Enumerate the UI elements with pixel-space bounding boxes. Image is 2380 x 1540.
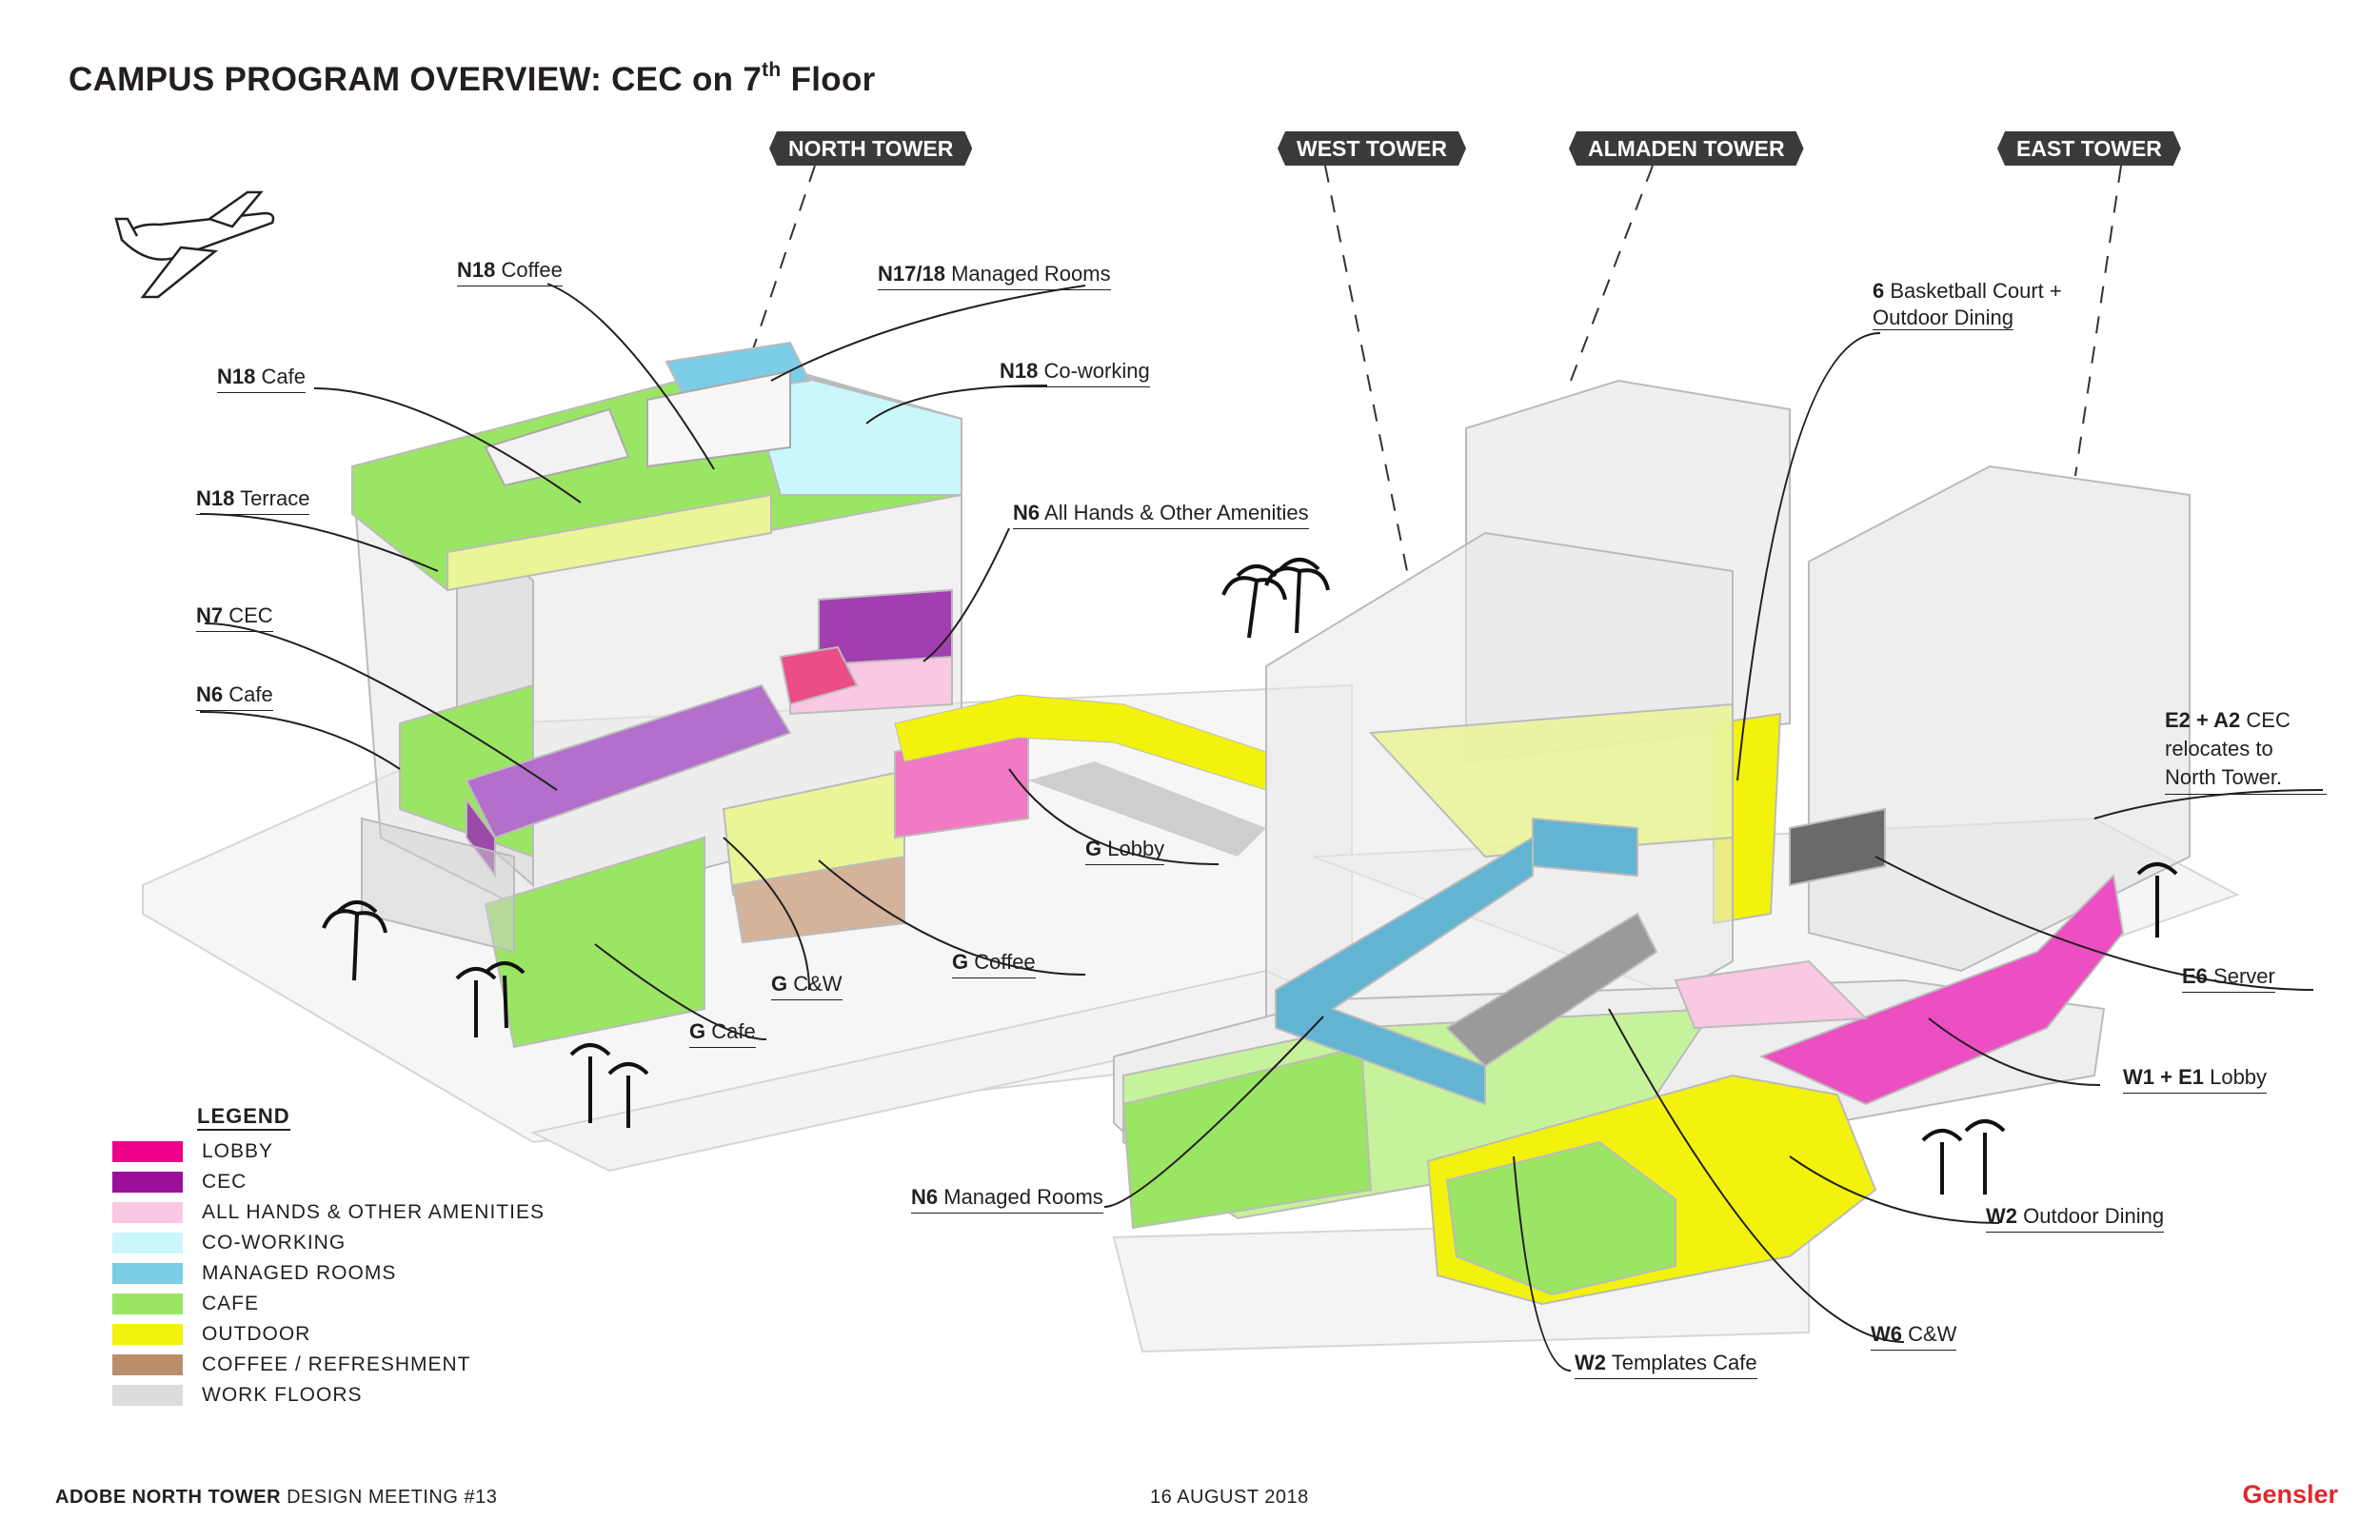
palm-tree-icons — [322, 558, 2178, 1194]
footer-project: ADOBE NORTH TOWER DESIGN MEETING #13 — [55, 1487, 498, 1508]
label-leader-lines — [199, 283, 2324, 1372]
legend-item-coworking: CO-WORKING — [112, 1229, 346, 1257]
page-title: CAMPUS PROGRAM OVERVIEW: CEC on 7th Floo… — [69, 59, 876, 98]
legend-swatch — [112, 1233, 183, 1254]
label-n18-coworking: N18 Co-working — [1000, 358, 1150, 387]
legend-item-all-hands: ALL HANDS & OTHER AMENITIES — [112, 1198, 545, 1227]
legend-swatch — [112, 1263, 183, 1284]
legend-title: LEGEND — [197, 1104, 290, 1131]
label-g-cafe: G Cafe — [689, 1018, 756, 1048]
legend-item-cec: CEC — [112, 1168, 247, 1196]
legend-item-work-floors: WORK FLOORS — [112, 1381, 363, 1410]
legend-swatch — [112, 1354, 183, 1375]
label-g-cw: G C&W — [771, 971, 843, 1000]
label-e6-server: E6 Server — [2182, 963, 2275, 993]
label-w1e1-lobby: W1 + E1 Lobby — [2123, 1064, 2268, 1094]
legend-swatch — [112, 1324, 183, 1345]
label-n18-terrace: N18 Terrace — [196, 485, 310, 515]
label-n6-all-hands: N6 All Hands & Other Amenities — [1013, 500, 1309, 529]
label-n6-managed-rooms: N6 Managed Rooms — [911, 1184, 1103, 1214]
tower-leader-lines — [751, 165, 2122, 582]
footer-date: 16 AUGUST 2018 — [1150, 1487, 1309, 1508]
legend-item-coffee: COFFEE / REFRESHMENT — [112, 1351, 471, 1379]
legend-item-cafe: CAFE — [112, 1290, 259, 1318]
label-g-coffee: G Coffee — [952, 949, 1036, 978]
label-n18-cafe: N18 Cafe — [217, 364, 306, 393]
label-g-lobby: G Lobby — [1085, 836, 1165, 865]
label-w6-cw: W6 C&W — [1871, 1321, 1957, 1351]
legend-swatch — [112, 1172, 183, 1193]
south-towers — [1113, 379, 2191, 1306]
label-w2-outdoor-dining: W2 Outdoor Dining — [1986, 1203, 2165, 1233]
legend-swatch — [112, 1385, 183, 1406]
gensler-logo: Gensler — [2242, 1480, 2338, 1509]
legend-swatch — [112, 1141, 183, 1162]
north-tower-tag: NORTH TOWER — [769, 131, 972, 166]
legend-item-managed-rooms: MANAGED ROOMS — [112, 1259, 396, 1288]
north-tower — [350, 341, 1029, 1049]
label-n1718-managed-rooms: N17/18 Managed Rooms — [878, 261, 1111, 290]
legend-item-outdoor: OUTDOOR — [112, 1320, 310, 1349]
label-n18-coffee: N18 Coffee — [457, 257, 563, 286]
west-tower-tag: WEST TOWER — [1278, 131, 1466, 166]
airplane-icon — [114, 190, 275, 299]
label-w2-templates-cafe: W2 Templates Cafe — [1575, 1350, 1757, 1379]
legend-swatch — [112, 1202, 183, 1223]
almaden-tower-tag: ALMADEN TOWER — [1569, 131, 1804, 166]
label-6-basketball-court: 6 Basketball Court +Outdoor Dining — [1873, 279, 2062, 330]
label-n6-cafe: N6 Cafe — [196, 681, 273, 711]
label-n7-cec: N7 CEC — [196, 602, 273, 632]
east-tower-tag: EAST TOWER — [1997, 131, 2181, 166]
legend-swatch — [112, 1293, 183, 1314]
legend-item-lobby: LOBBY — [112, 1137, 273, 1166]
